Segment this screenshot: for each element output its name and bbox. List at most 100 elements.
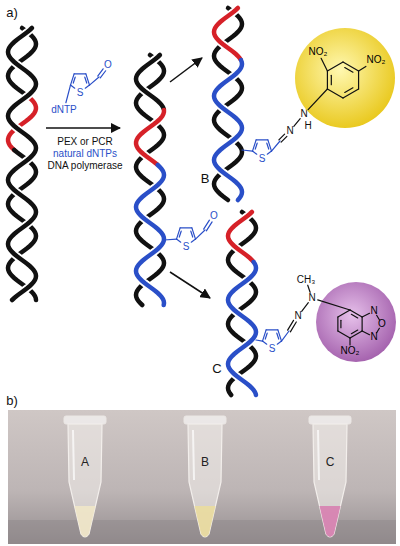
- tube-liquid: [195, 506, 216, 537]
- labelled-dna-helix: [214, 8, 242, 200]
- tube-label: B: [201, 456, 209, 468]
- chemical-bond: [345, 68, 353, 73]
- atom-label: N: [286, 126, 293, 136]
- chemical-bond: [349, 338, 350, 345]
- chemical-bond: [266, 329, 278, 330]
- atom-label: N: [294, 311, 301, 321]
- chemical-bond: [279, 134, 285, 140]
- chemical-bond: [277, 341, 281, 344]
- chemical-bond: [331, 75, 332, 84]
- atom-label: O: [104, 60, 112, 70]
- tube-rim: [64, 416, 106, 424]
- chemical-bond: [180, 227, 192, 228]
- chemical-bond: [321, 58, 327, 71]
- dnp-label-circle: NO₂ NO₂: [295, 28, 395, 128]
- strand-outline: [214, 8, 241, 60]
- tube-body: [188, 424, 222, 537]
- atom-label: NO₂: [341, 346, 360, 356]
- strand-outline: [228, 262, 256, 395]
- chemical-bond: [66, 85, 71, 103]
- photograph: [8, 410, 396, 544]
- atom-label: S: [183, 242, 190, 252]
- chemical-bond: [265, 333, 267, 339]
- strand-outline: [136, 55, 164, 110]
- chemical-bond: [288, 320, 294, 330]
- atom-label: N: [308, 293, 315, 303]
- atom-label: O: [210, 211, 218, 221]
- tube-highlight: [318, 430, 319, 480]
- chemical-bond: [343, 62, 359, 71]
- atom-label: N: [300, 109, 307, 119]
- dna-strand: [136, 55, 164, 305]
- photo-background: [8, 410, 396, 544]
- chemical-bond: [267, 151, 271, 154]
- chemical-bond: [338, 310, 350, 317]
- chemical-structures: [66, 69, 310, 344]
- chemical-bond: [242, 150, 252, 151]
- chemical-bond: [70, 85, 74, 88]
- chemical-bond: [73, 77, 75, 83]
- panel-label: b): [6, 394, 18, 407]
- product-label: B: [201, 172, 210, 185]
- tube-highlight: [193, 430, 194, 480]
- chemical-bond: [343, 89, 359, 98]
- dna-strand: [8, 28, 36, 300]
- label-structure: [308, 58, 366, 109]
- reaction-arrow: [46, 127, 120, 129]
- tube-label: A: [81, 456, 89, 468]
- chemical-bond: [267, 143, 269, 149]
- circle-shape: [295, 28, 395, 128]
- tube-highlight: [73, 430, 74, 480]
- dna-strand: [228, 212, 254, 262]
- chemical-bond: [338, 331, 350, 338]
- atom-label: NO₂: [367, 55, 386, 65]
- tube-label: C: [326, 456, 335, 468]
- tube-rim: [184, 416, 226, 424]
- dna-strand: [228, 262, 256, 395]
- dna-strand: [228, 212, 256, 395]
- chemical-bond: [362, 313, 369, 317]
- dna-strand: [136, 165, 164, 305]
- atom-label: N: [370, 306, 377, 316]
- chemical-bond: [327, 71, 328, 89]
- chemical-bond: [345, 88, 353, 93]
- chemical-bond: [256, 340, 262, 341]
- chemical-bond: [362, 331, 369, 335]
- chemical-bond: [85, 85, 89, 88]
- strand-outline: [8, 28, 36, 300]
- chemical-bond: [262, 341, 266, 344]
- dna-strand: [214, 8, 241, 60]
- atom-label: O: [378, 319, 386, 329]
- dna-strand: [214, 8, 242, 200]
- chemical-bond: [277, 333, 279, 339]
- atom-label: N: [370, 332, 377, 342]
- strand-outline: [136, 165, 164, 305]
- chemical-bond: [90, 77, 99, 85]
- template-dna-helix: [8, 28, 36, 300]
- label-circle: [295, 28, 395, 128]
- product-label: C: [212, 362, 221, 375]
- chemical-bond: [359, 66, 366, 71]
- chemical-bond: [282, 331, 289, 341]
- nbd-label-circle: NON NO₂: [316, 282, 396, 362]
- chemical-bond: [179, 231, 181, 237]
- chemical-bond: [340, 320, 341, 327]
- reaction-arrow: [170, 272, 210, 298]
- atom-label: NO₂: [309, 47, 328, 57]
- atom-label: S: [269, 344, 276, 354]
- chemical-bond: [191, 231, 193, 237]
- chemical-bond: [350, 310, 362, 317]
- chemical-bond: [351, 314, 357, 318]
- sample-tube: [184, 416, 226, 537]
- chemical-bond: [327, 62, 343, 71]
- reaction-arrow: [170, 58, 202, 82]
- strand-outline: [214, 60, 242, 200]
- tube-body: [313, 424, 347, 537]
- panel-label: a): [6, 6, 18, 19]
- label-circle: [316, 282, 396, 362]
- chemical-bond: [196, 230, 205, 239]
- label-structure: [318, 300, 380, 345]
- dna-strand: [136, 55, 164, 110]
- chemical-bond: [351, 330, 357, 334]
